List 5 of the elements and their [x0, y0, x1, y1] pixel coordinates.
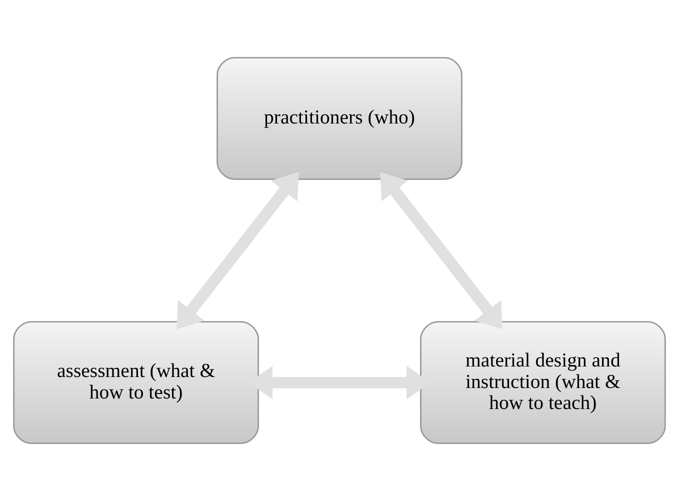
- node-box: practitioners (who): [216, 56, 462, 180]
- node-box: material design and instruction (what & how to teach): [420, 321, 666, 444]
- arrow: [380, 172, 503, 330]
- node-box: assessment (what & how to test): [13, 321, 259, 444]
- arrow: [176, 172, 299, 330]
